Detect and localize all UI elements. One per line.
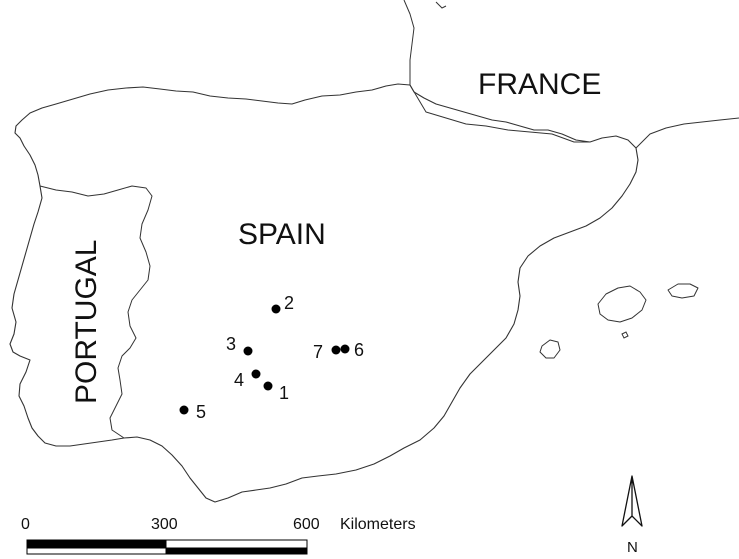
north-arrow: N: [621, 475, 643, 556]
site-label: 2: [284, 293, 294, 313]
site-marker: [243, 346, 253, 356]
island-menorca: [667, 283, 699, 299]
scale-tick-label: 300: [151, 516, 178, 533]
north-arrow-icon: [621, 475, 643, 527]
iberia-coastline: [9, 83, 639, 503]
scale-unit-label: Kilometers: [340, 516, 416, 533]
site-5: 5: [179, 402, 206, 422]
site-label: 6: [354, 340, 364, 360]
site-label: 3: [226, 334, 236, 354]
country-label-portugal: PORTUGAL: [70, 240, 103, 405]
site-marker: [331, 345, 341, 355]
site-marker: [251, 369, 261, 379]
site-1: 1: [263, 381, 289, 403]
site-marker: [179, 405, 189, 415]
country-label-france: FRANCE: [478, 68, 601, 101]
site-marker: [263, 381, 273, 391]
island-ibiza: [539, 339, 561, 359]
island-mallorca: [597, 285, 647, 323]
france-south-coast: [635, 117, 739, 149]
site-label: 5: [196, 402, 206, 422]
scale-bar: 0 300 600 Kilometers: [21, 516, 416, 555]
scale-segment-light: [26, 547, 167, 555]
site-3: 3: [226, 334, 253, 356]
site-2: 2: [271, 293, 294, 314]
scale-segment-dark: [165, 547, 308, 555]
portugal-spain-border: [39, 185, 153, 439]
scale-tick-label: 0: [21, 516, 30, 533]
country-label-spain: SPAIN: [238, 218, 326, 251]
site-4: 4: [234, 369, 261, 390]
scale-tick-label: 600: [293, 516, 320, 533]
france-coastline: [403, 0, 415, 85]
site-marker: [271, 304, 281, 314]
island-formentera: [621, 331, 629, 339]
site-label: 4: [234, 370, 244, 390]
coast-fragment-top: [435, 1, 447, 9]
france-spain-border: [409, 84, 590, 143]
scale-segment-light: [165, 539, 308, 549]
site-label: 1: [279, 383, 289, 403]
site-marker: [340, 344, 350, 354]
site-7: 7: [313, 342, 341, 362]
site-label: 7: [313, 342, 323, 362]
north-label: N: [627, 539, 638, 556]
site-6: 6: [340, 340, 364, 360]
